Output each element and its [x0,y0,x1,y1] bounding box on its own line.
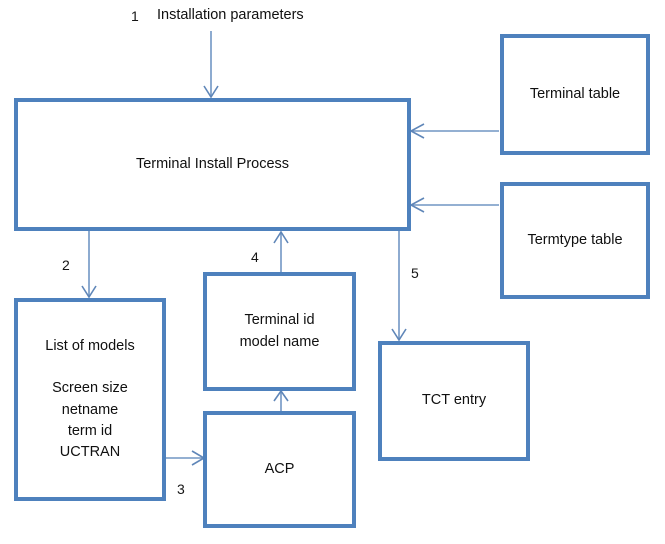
edge-process-to-tct-entry [391,231,407,342]
node-list-of-models-label: List of models Screen size netname term … [45,338,135,460]
node-terminal-table[interactable]: Terminal table [500,34,650,155]
node-terminal-id-model-name[interactable]: Terminal id model name [203,272,356,391]
edge-list-of-models-to-acp [166,450,206,466]
edge-terminal-table-to-process [409,123,499,139]
node-terminal-install-process-label: Terminal Install Process [135,155,290,172]
edge-label-5: 5 [411,265,419,281]
node-tct-entry-label: TCT entry [421,392,487,409]
edge-label-4: 4 [251,249,259,265]
installation-parameters-text: Installation parameters [157,7,304,23]
edge-process-to-list-of-models [81,231,97,299]
node-terminal-table-label: Terminal table [529,85,621,102]
edge-label-3: 3 [177,481,185,497]
node-list-of-models[interactable]: List of models Screen size netname term … [14,298,166,501]
edge-acp-to-terminal-id [273,389,289,411]
edge-label-1: 1 [131,8,139,24]
edge-termtype-table-to-process [409,197,499,213]
node-terminal-id-model-name-label: Terminal id model name [239,312,320,350]
node-termtype-table-label: Termtype table [527,231,623,248]
edge-installation-parameters-to-process [203,31,219,99]
node-acp[interactable]: ACP [203,411,356,528]
node-acp-label: ACP [264,460,295,477]
edge-label-2: 2 [62,257,70,273]
edge-terminal-id-to-process [273,230,289,272]
node-terminal-install-process[interactable]: Terminal Install Process [14,98,411,231]
node-tct-entry[interactable]: TCT entry [378,341,530,461]
node-termtype-table[interactable]: Termtype table [500,182,650,299]
